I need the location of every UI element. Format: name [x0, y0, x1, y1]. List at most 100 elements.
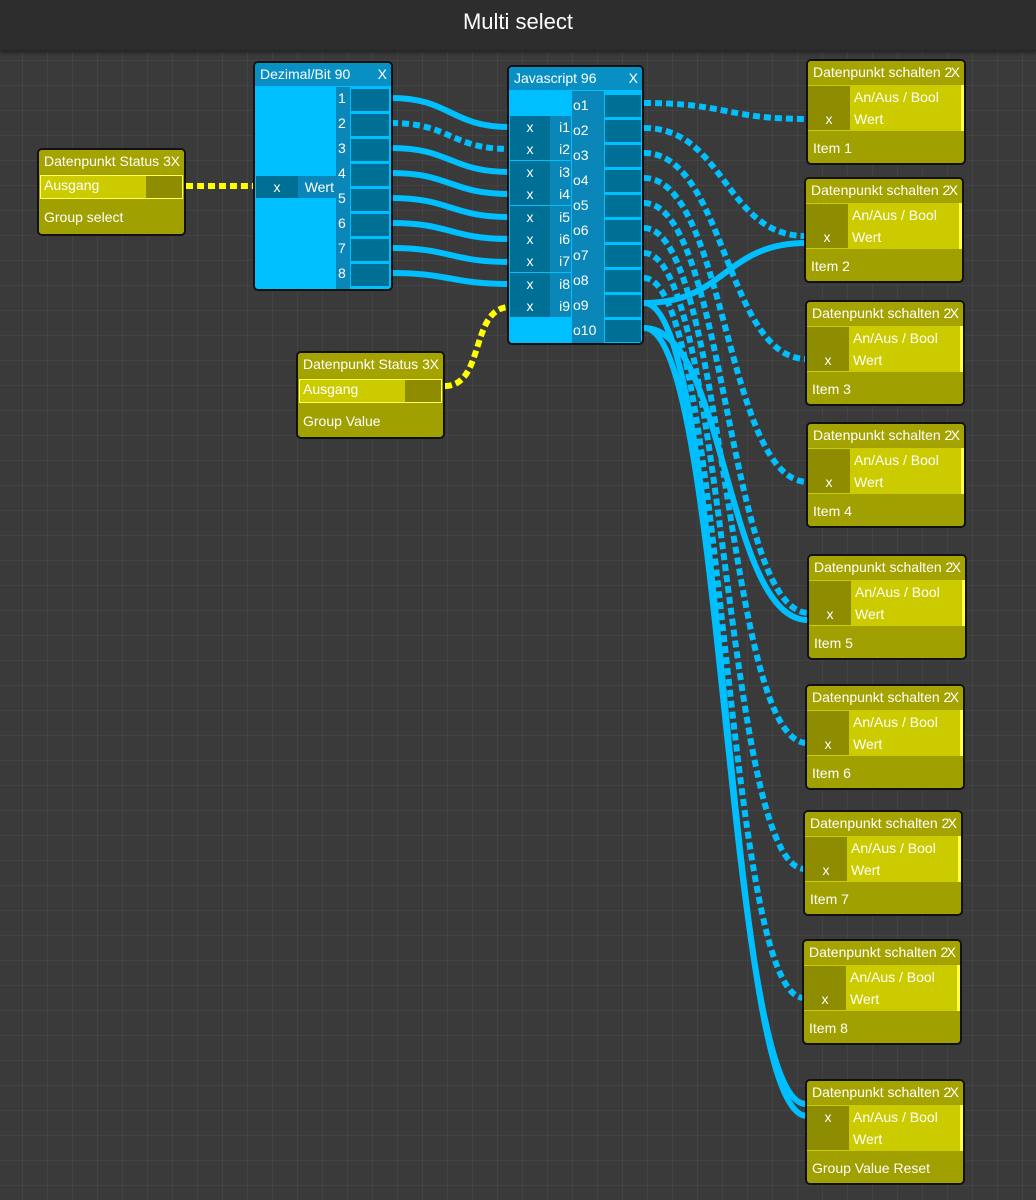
output-port[interactable] [351, 239, 389, 261]
output-port[interactable] [351, 139, 389, 161]
close-node-button[interactable]: X [950, 427, 960, 443]
output-port[interactable] [351, 89, 389, 111]
input-port-onoff[interactable] [809, 581, 851, 603]
output-port[interactable] [351, 114, 389, 136]
wire-item-4[interactable] [643, 175, 809, 485]
dezimal-bit-node[interactable]: Dezimal/Bit 90 X x Wert 1 2 3 4 5 6 7 8 [253, 61, 393, 291]
input-port-wert[interactable]: x [805, 859, 847, 881]
output-port[interactable] [605, 295, 641, 317]
wire-bit-4[interactable] [390, 170, 511, 197]
wire-bit-6[interactable] [390, 220, 511, 242]
input-port-wert[interactable]: x [804, 988, 846, 1010]
wire-bit-5[interactable] [390, 195, 511, 220]
input-port-wert[interactable]: x [808, 108, 850, 130]
input-port-wert[interactable]: x [256, 176, 298, 198]
close-node-button[interactable]: X [947, 815, 957, 831]
wire-extra[interactable] [643, 240, 807, 306]
node-header[interactable]: Javascript 96 X [509, 67, 642, 90]
wire-item-5[interactable] [643, 200, 810, 616]
close-node-button[interactable]: X [170, 153, 180, 169]
output-port[interactable] [605, 270, 641, 292]
close-node-button[interactable]: X [949, 1084, 959, 1100]
input-port-wert[interactable] [807, 1128, 849, 1150]
output-port[interactable] [351, 214, 389, 236]
output-port[interactable] [605, 170, 641, 192]
wire-item-6[interactable] [643, 225, 808, 746]
input-port[interactable]: x [510, 250, 550, 273]
close-node-button[interactable]: X [628, 70, 638, 86]
input-port[interactable]: x [510, 183, 550, 206]
wire-group-value[interactable] [444, 304, 511, 389]
close-node-button[interactable]: X [950, 64, 960, 80]
input-port[interactable]: x [510, 160, 550, 183]
output-port[interactable] [605, 95, 641, 117]
node-header[interactable]: Dezimal/Bit 90 X [255, 63, 391, 86]
input-port[interactable]: x [510, 228, 550, 250]
wire-bit-3[interactable] [390, 145, 511, 175]
wire-extra[interactable] [643, 325, 807, 1107]
close-node-button[interactable]: X [951, 559, 961, 575]
input-port-onoff[interactable] [807, 327, 849, 349]
wire-item-8[interactable] [643, 275, 805, 1001]
input-port[interactable]: x [510, 295, 550, 318]
input-port-wert[interactable]: x [808, 471, 850, 493]
output-port[interactable] [405, 380, 441, 402]
input-port-onoff[interactable] [804, 966, 846, 988]
close-node-button[interactable]: X [377, 66, 387, 82]
output-port[interactable] [605, 145, 641, 167]
input-port-onoff[interactable] [806, 204, 848, 226]
input-port[interactable]: x [510, 272, 550, 295]
close-node-button[interactable]: X [948, 182, 958, 198]
close-node-button[interactable]: X [949, 689, 959, 705]
status-node-group-value[interactable]: Datenpunkt Status 3 X Ausgang Group Valu… [296, 351, 445, 439]
close-node-button[interactable]: X [946, 944, 956, 960]
status-node-group-select[interactable]: Datenpunkt Status 3 X Ausgang Group sele… [37, 148, 186, 236]
wire-bit-2[interactable] [390, 120, 511, 152]
close-node-button[interactable]: X [429, 356, 439, 372]
wire-item-3[interactable] [643, 150, 808, 362]
output-port[interactable] [351, 189, 389, 211]
output-port[interactable] [351, 164, 389, 186]
wire-item-1[interactable] [643, 100, 809, 122]
input-port-wert[interactable]: x [809, 603, 851, 625]
input-port-onoff[interactable] [807, 711, 849, 733]
input-port-wert[interactable]: x [807, 349, 849, 371]
input-port[interactable]: x [510, 116, 550, 138]
wire-item-2[interactable] [643, 125, 807, 239]
input-port-onoff[interactable]: x [807, 1106, 849, 1128]
node-header[interactable]: Datenpunkt Status 3 X [39, 150, 184, 173]
input-port[interactable]: x [510, 205, 550, 228]
input-port[interactable]: x [510, 138, 550, 161]
input-port-onoff[interactable] [805, 837, 847, 859]
input-port-onoff[interactable] [808, 449, 850, 471]
input-port-onoff[interactable] [808, 86, 850, 108]
output-port[interactable] [605, 320, 641, 342]
input-port-wert[interactable]: x [806, 226, 848, 248]
output-port[interactable] [605, 120, 641, 142]
wire-item-7[interactable] [643, 250, 806, 872]
wire-bit-1[interactable] [390, 95, 511, 130]
output-port[interactable] [351, 264, 389, 286]
output-port[interactable] [605, 220, 641, 242]
wire-bit-7[interactable] [390, 245, 511, 265]
close-node-button[interactable]: X [949, 305, 959, 321]
node-header[interactable]: Datenpunkt Status 3 X [298, 353, 443, 376]
